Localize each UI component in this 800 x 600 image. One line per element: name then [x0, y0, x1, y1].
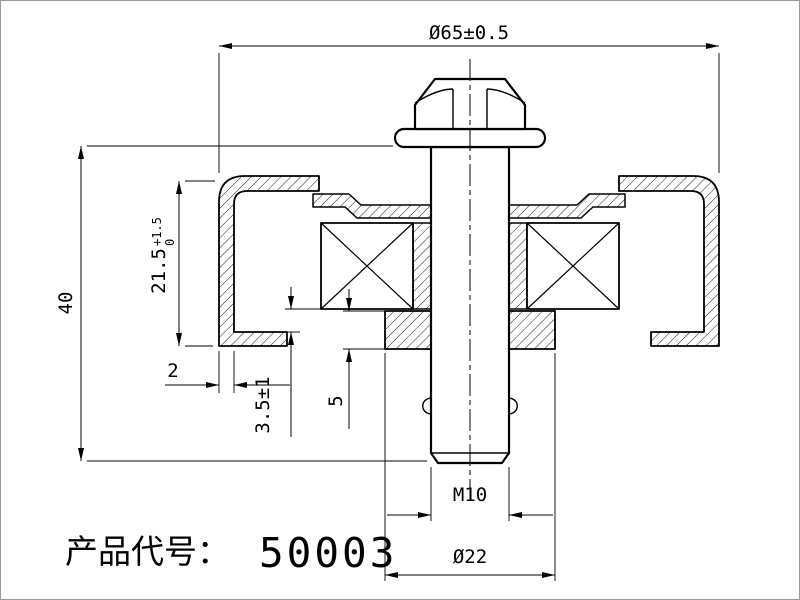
product-code-value: 50003 [259, 529, 397, 577]
dia65-label: Ø65±0.5 [429, 22, 509, 44]
roller-assembly-section [218, 59, 720, 499]
bearing-inner-ring-right [508, 222, 528, 310]
hub5-label: 5 [325, 395, 347, 406]
hub-left [384, 310, 432, 350]
product-code-label: 产品代号： [65, 533, 230, 570]
hex-chamfer-arc-left [414, 88, 454, 104]
d21-upper-tolerance: +1.5 [150, 217, 164, 246]
thread-relief-left [422, 397, 432, 415]
title-block: 产品代号： 50003 [65, 529, 397, 577]
bearing-inner-ring-left [412, 222, 432, 310]
wall2-label: 2 [167, 360, 178, 382]
shell-left-cap [218, 175, 320, 347]
d21-lower-tolerance: 0 [163, 239, 177, 246]
hub-right [508, 310, 556, 350]
shell-right-cap [618, 175, 720, 347]
thread-relief-right [508, 397, 518, 415]
d21-label: 21.5 [148, 248, 170, 294]
retainer-plate-left [312, 193, 432, 219]
m10-label: M10 [453, 484, 487, 506]
retainer-plate-right [508, 193, 626, 219]
gap35-label: 3.5±1 [252, 376, 274, 433]
bearing-right-diagonal-2 [526, 222, 620, 310]
bearing-left-diagonal-2 [320, 222, 414, 310]
h40-label: 40 [55, 292, 77, 315]
hex-chamfer-arc-right [486, 88, 526, 104]
dimension-annotations: Ø65±0.5 40 21.5 +1.5 0 2 3.5±1 [55, 22, 720, 581]
dia22-label: Ø22 [453, 546, 487, 568]
